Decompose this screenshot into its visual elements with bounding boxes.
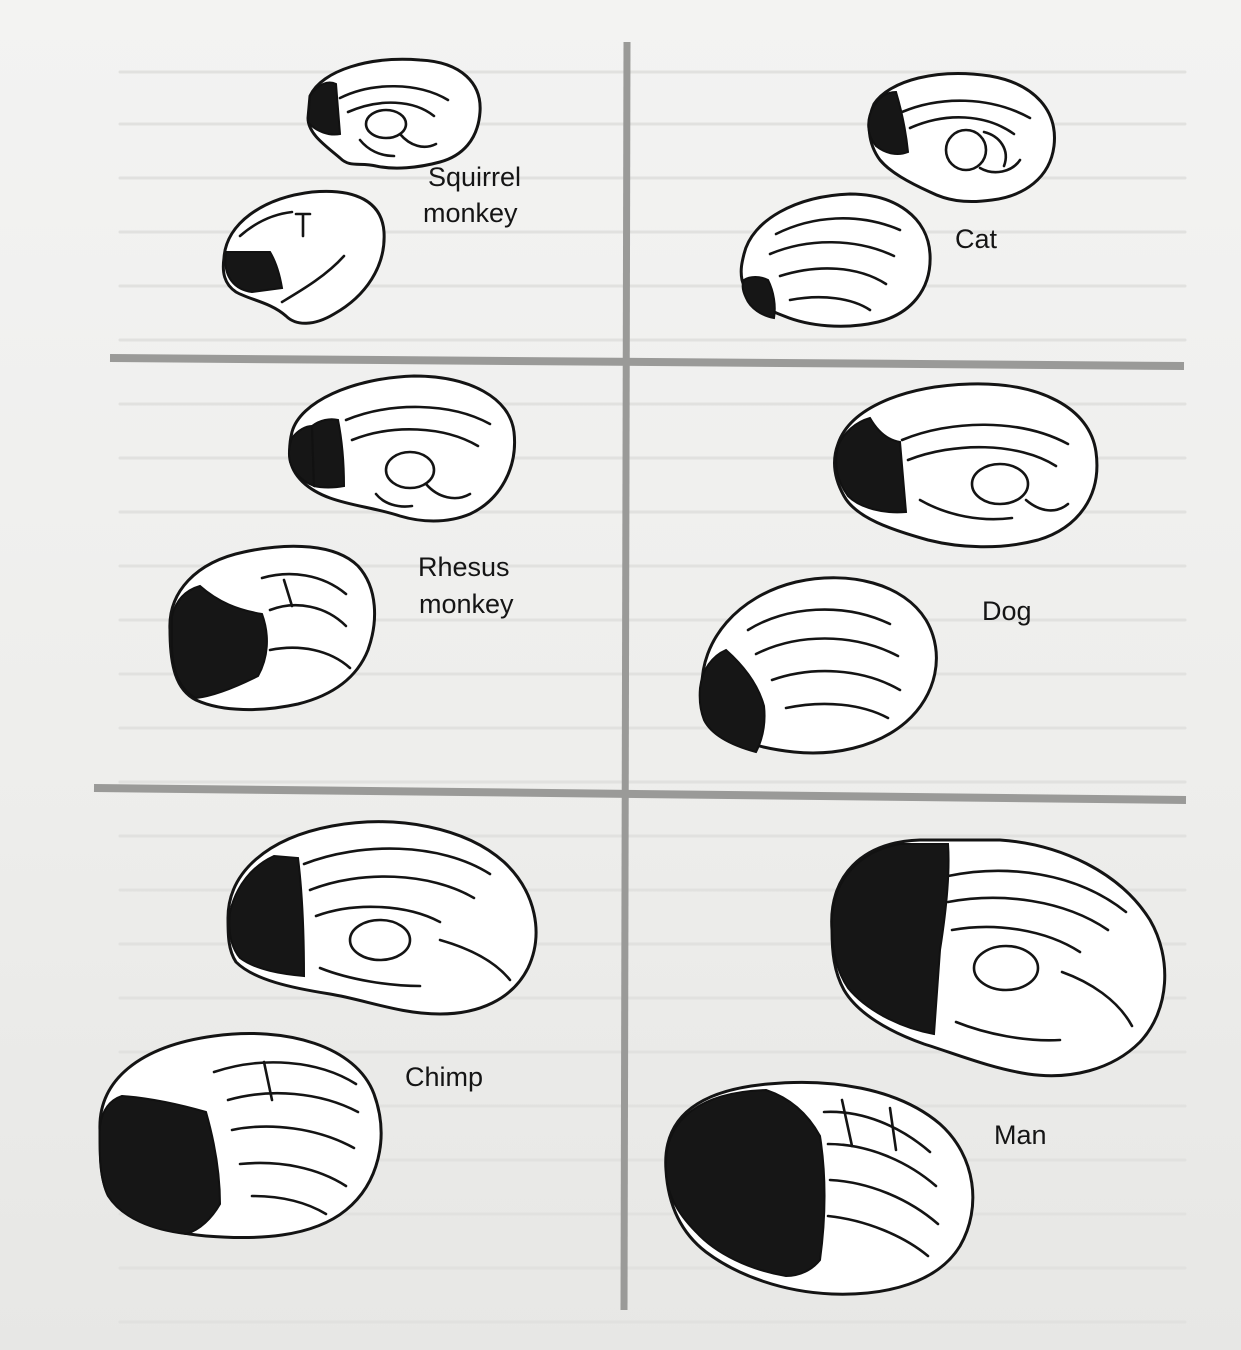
rhesus-monkey-lateral-brain: [170, 546, 375, 709]
chimp-lateral-brain: [100, 1033, 381, 1237]
squirrel-monkey-lateral-brain: [223, 191, 384, 323]
label-rhesus-monkey: Rhesus: [418, 552, 510, 582]
label-squirrel-monkey: Squirrel: [428, 162, 521, 192]
horizontal-divider-bottom: [94, 788, 1186, 800]
cat-lateral-brain: [741, 194, 930, 326]
label-chimp: Chimp: [405, 1062, 483, 1092]
horizontal-divider-top: [110, 358, 1184, 366]
man-medial-brain: [832, 840, 1165, 1076]
rhesus-monkey-medial-brain: [289, 376, 515, 521]
label-cat: Cat: [955, 224, 998, 254]
label-dog: Dog: [982, 596, 1032, 626]
label-rhesus-monkey-line2: monkey: [419, 589, 514, 619]
chimp-medial-brain: [228, 822, 536, 1014]
label-man: Man: [994, 1120, 1047, 1150]
dog-lateral-brain: [700, 578, 937, 753]
man-lateral-brain: [666, 1082, 973, 1294]
dog-medial-brain: [835, 384, 1097, 547]
label-squirrel-monkey-line2: monkey: [423, 198, 518, 228]
vertical-divider: [624, 42, 627, 1310]
squirrel-monkey-medial-brain: [308, 59, 480, 168]
cat-medial-brain: [868, 74, 1054, 202]
